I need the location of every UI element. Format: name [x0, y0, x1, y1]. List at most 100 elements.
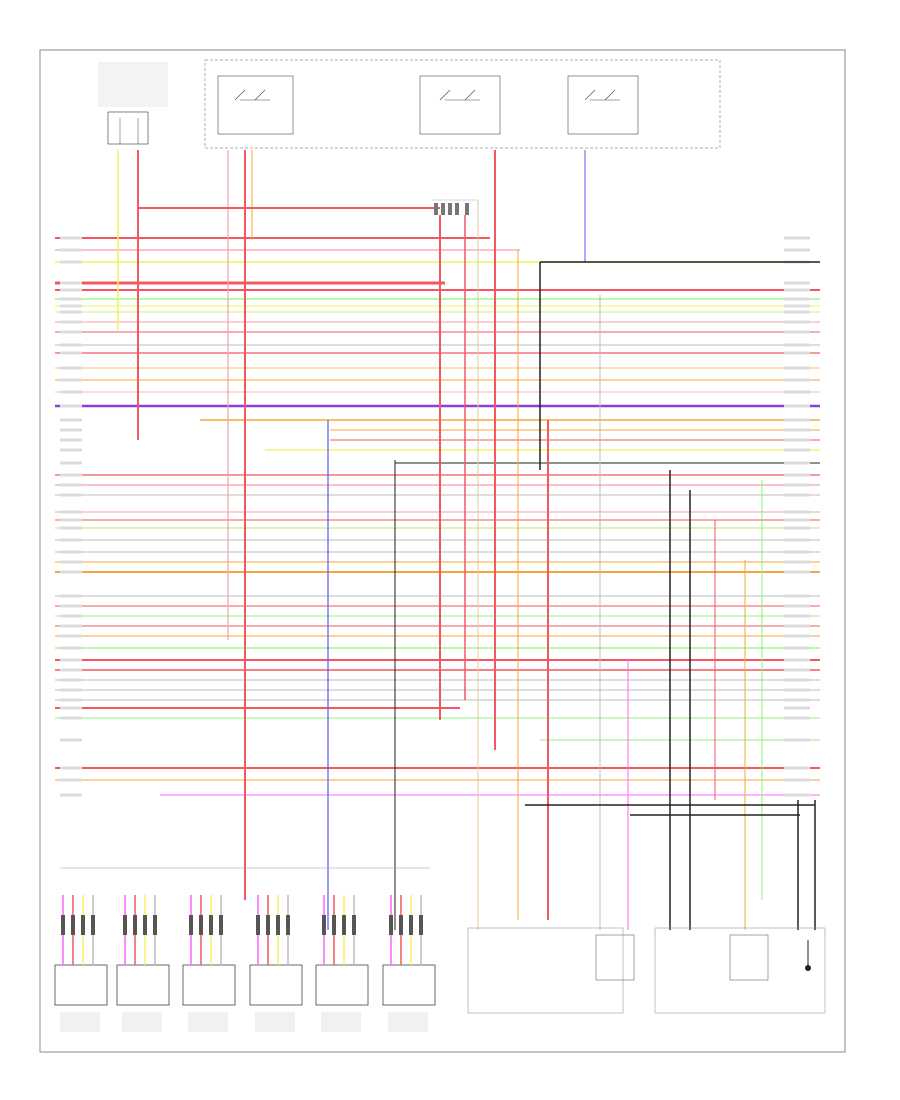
sensor-connector [409, 915, 413, 935]
sensor-box [382, 964, 436, 1006]
wire-label-left [60, 716, 82, 720]
wire-label-left [60, 428, 82, 432]
wire-label-right [784, 738, 810, 742]
wire-label-right [784, 330, 810, 334]
wire-label-left [60, 297, 82, 301]
wire-label-left [60, 260, 82, 264]
wire-label-left [60, 706, 82, 710]
wire-label-right [784, 614, 810, 618]
sensor-connector [209, 915, 213, 935]
sensor-connector [389, 915, 393, 935]
wire-label-right [784, 570, 810, 574]
wire-label-right [784, 624, 810, 628]
wire-label-left [60, 658, 82, 662]
wire-label-right [784, 550, 810, 554]
right-bottom-components [467, 927, 826, 1014]
sensor-connector [133, 915, 137, 935]
diagram-frame [39, 49, 846, 1053]
wire-label-right [784, 483, 810, 487]
sensor-connector [153, 915, 157, 935]
wire-label-right [784, 418, 810, 422]
wire-label-left [60, 320, 82, 324]
wire-label-left [60, 624, 82, 628]
wire-label-right [784, 390, 810, 394]
sensor-connector [256, 915, 260, 935]
sensor-connector [123, 915, 127, 935]
wire-label-left [60, 550, 82, 554]
sensor-connector [419, 915, 423, 935]
wire-label-left [60, 390, 82, 394]
wire-label-right [784, 678, 810, 682]
wire-label-left [60, 351, 82, 355]
sensor-connector [342, 915, 346, 935]
wire-label-right [784, 428, 810, 432]
sensor-connector [91, 915, 95, 935]
wire-label-left [60, 281, 82, 285]
wire-label-left [60, 634, 82, 638]
sensor-box [54, 964, 108, 1006]
wire-label-left [60, 688, 82, 692]
wire-label-right [784, 658, 810, 662]
sensor-label-block [60, 1012, 100, 1032]
wire-label-right [784, 538, 810, 542]
sensor-label-block [255, 1012, 295, 1032]
wire-label-left [60, 538, 82, 542]
sensor-connector [286, 915, 290, 935]
sensor-label-block [188, 1012, 228, 1032]
sensor-connector [61, 915, 65, 935]
wire-label-left [60, 594, 82, 598]
wire-label-left [60, 510, 82, 514]
wire-label-right [784, 343, 810, 347]
vertical-wire-bundle [117, 150, 820, 930]
wire-label-left [60, 366, 82, 370]
sensor-connector [266, 915, 270, 935]
wire-label-right [784, 634, 810, 638]
wire-label-right [784, 378, 810, 382]
sensor-label-block [321, 1012, 361, 1032]
wire-label-left [60, 304, 82, 308]
wire-label-right [784, 688, 810, 692]
wire-label-right [784, 304, 810, 308]
wire-label-right [784, 248, 810, 252]
wire-label-right [784, 236, 810, 240]
wire-label-left [60, 438, 82, 442]
sensor-label-block [388, 1012, 428, 1032]
bottom-sensor-row [54, 867, 436, 1032]
sensor-box [116, 964, 170, 1006]
wire-label-left [60, 560, 82, 564]
wire-label-right [784, 604, 810, 608]
sensor-connector [143, 915, 147, 935]
wire-label-right [784, 404, 810, 408]
wire-label-right [784, 594, 810, 598]
sensor-label-block [122, 1012, 162, 1032]
wire-label-left [60, 614, 82, 618]
wire-label-right [784, 297, 810, 301]
sensor-connector [189, 915, 193, 935]
sensor-connector [71, 915, 75, 935]
wire-label-right [784, 560, 810, 564]
sensor-box [182, 964, 236, 1006]
wire-label-right [784, 438, 810, 442]
wire-label-left [60, 343, 82, 347]
wire-label-left [60, 378, 82, 382]
wire-label-left [60, 738, 82, 742]
top-left-component [98, 62, 168, 145]
wire-label-right [784, 646, 810, 650]
wire-label-right [784, 493, 810, 497]
wire-label-left [60, 248, 82, 252]
sensor-connector [199, 915, 203, 935]
wire-label-right [784, 366, 810, 370]
wire-label-left [60, 236, 82, 240]
wire-label-left [60, 418, 82, 422]
sensor-connector [322, 915, 326, 935]
wire-label-left [60, 698, 82, 702]
wire-label-right [784, 793, 810, 797]
sensor-connector [219, 915, 223, 935]
wire-label-right [784, 510, 810, 514]
connector-mark-group [432, 199, 478, 215]
wire-label-right [784, 706, 810, 710]
wire-label-right [784, 716, 810, 720]
wire-label-left [60, 526, 82, 530]
wire-label-left [60, 668, 82, 672]
